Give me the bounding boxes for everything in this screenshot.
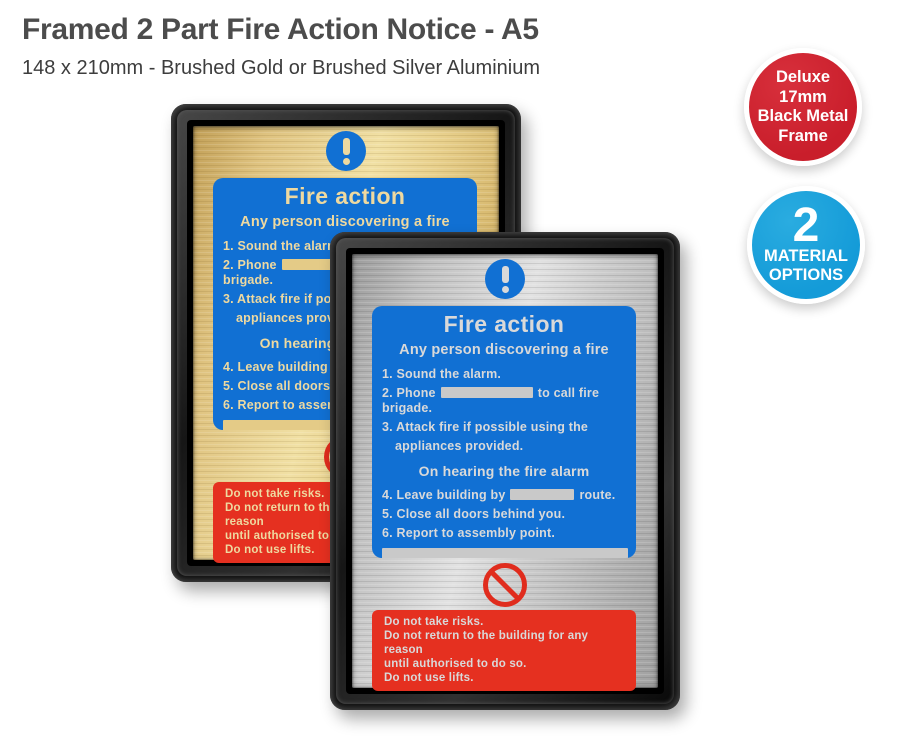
badge-line: Deluxe (775, 68, 831, 86)
phone-blank-field (281, 259, 374, 271)
instruction-3-cont: appliances provided. (395, 439, 524, 453)
silver-brushed-plate: Fire action Any person discovering a fir… (352, 254, 658, 691)
warning-line: Do not use lifts. (384, 672, 474, 684)
exclamation-bar (342, 138, 350, 155)
exclamation-bar (501, 266, 509, 283)
warning-line: Do not take risks. (225, 488, 325, 500)
instruction-2-pre: 2. Phone (223, 258, 277, 272)
material-options-badge: 2 MATERIAL OPTIONS (747, 186, 865, 304)
instruction-4-post: route. (579, 488, 616, 502)
silver-framed-sign: Fire action Any person discovering a fir… (330, 232, 680, 710)
fire-action-heading: Fire action (284, 183, 406, 209)
fire-action-subheading: Any person discovering a fire (240, 214, 450, 230)
instruction-5: 5. Close all doors behind you. (382, 507, 566, 521)
warning-line: Do not take risks. (384, 616, 484, 628)
alarm-instructions: 4. Leave building by route. 5. Close all … (382, 488, 626, 541)
deluxe-frame-badge: Deluxe 17mm Black Metal Frame (744, 48, 862, 166)
page-title: Framed 2 Part Fire Action Notice - A5 (22, 13, 539, 46)
badge-line: MATERIAL (763, 246, 848, 265)
alarm-heading: On hearing the fire alarm (418, 463, 590, 479)
warning-line: until authorised to do so. (384, 658, 527, 670)
instruction-4: 4. Leave building by route. (382, 488, 626, 503)
badge-line: Black Metal (757, 107, 849, 125)
exclamation-dot (501, 286, 509, 293)
exclamation-dot (342, 158, 350, 165)
instruction-4-pre: 4. Leave building by (382, 488, 506, 502)
assembly-point-blank-field (382, 548, 628, 558)
material-count: 2 (792, 198, 820, 252)
prohibition-icon (483, 563, 527, 607)
phone-blank-field (440, 387, 533, 399)
instruction-3: 3. Attack fire if possible using the (382, 420, 589, 434)
warning-panel: Do not take risks. Do not return to the … (372, 610, 636, 691)
instruction-1: 1. Sound the alarm. (382, 367, 502, 381)
badge-line: OPTIONS (768, 266, 844, 284)
badge-line: Frame (778, 126, 828, 145)
instruction-4-pre: 4. Leave building by (223, 360, 347, 374)
instruction-2-post: to call fire brigade. (382, 386, 600, 415)
instruction-2-pre: 2. Phone (382, 386, 436, 400)
badge-line: 17mm (779, 87, 827, 106)
warning-line: Do not return to the building for any re… (384, 630, 589, 656)
fire-action-heading: Fire action (443, 311, 565, 337)
instruction-1: 1. Sound the alarm. (223, 239, 343, 253)
instruction-6: 6. Report to assembly point. (382, 526, 555, 540)
exclamation-mandatory-icon (326, 131, 366, 171)
fire-action-subheading: Any person discovering a fire (399, 342, 609, 358)
page-subtitle: 148 x 210mm - Brushed Gold or Brushed Si… (22, 57, 541, 79)
exclamation-mandatory-icon (485, 259, 525, 299)
route-blank-field (510, 489, 575, 501)
warning-line: Do not use lifts. (225, 544, 315, 556)
fire-action-panel: Fire action Any person discovering a fir… (372, 306, 636, 558)
